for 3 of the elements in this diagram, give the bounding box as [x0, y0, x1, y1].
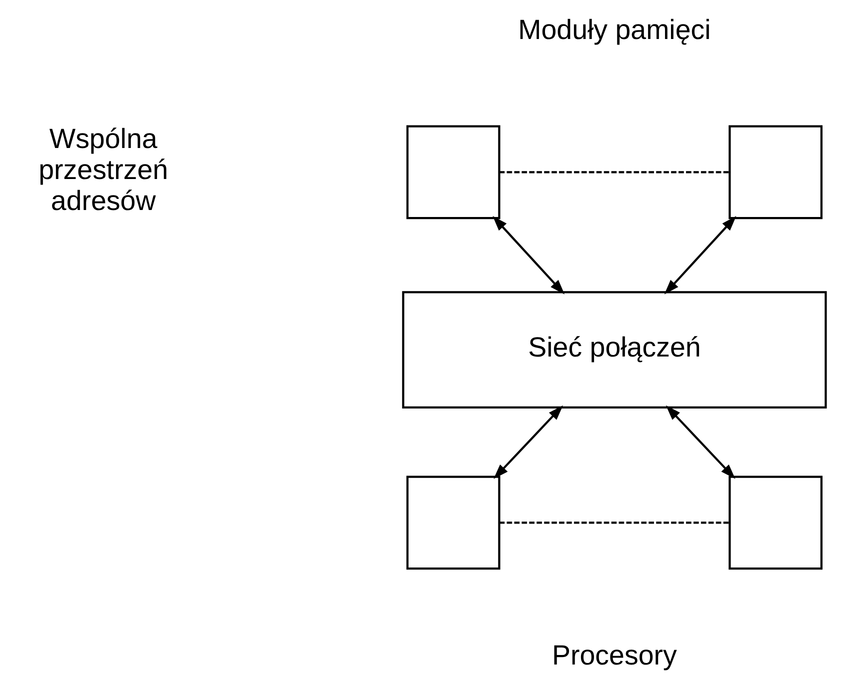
label: Procesory: [552, 639, 677, 670]
label: Moduły pamięci: [518, 14, 711, 46]
label: Wspólna przestrzeń adresów: [38, 122, 168, 216]
